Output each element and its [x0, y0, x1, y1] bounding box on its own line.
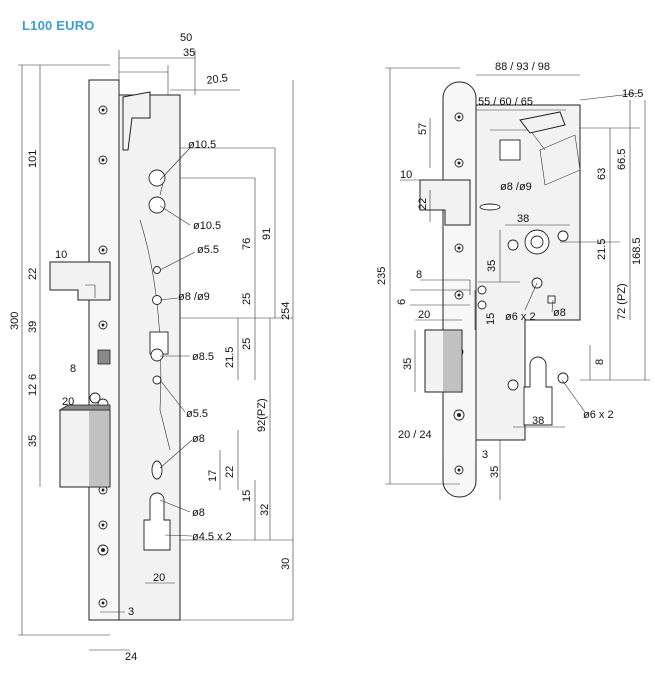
- dim-76: 76: [241, 238, 253, 250]
- dim-20-bottom: 20: [153, 572, 165, 584]
- dim-25-b: 25: [241, 338, 253, 350]
- left-latch-bolt: [49, 261, 111, 301]
- dim-22: 22: [27, 268, 39, 280]
- dim-3-r: 3: [482, 449, 488, 461]
- callout-8-r: ø8: [553, 307, 566, 319]
- callout-4-5x2: ø4.5 x 2: [192, 531, 232, 543]
- callout-8-5: ø8.5: [192, 351, 214, 363]
- right-dimension-labels: 88 / 93 / 98 55 / 60 / 65 16.5 235 57 10…: [376, 61, 643, 478]
- left-dimension-labels: 50 35 20.5 300 101 22 39 10 12 6 8 20 35…: [9, 32, 292, 663]
- dim-15: 15: [241, 490, 253, 502]
- callout-6x2-inner: ø6 x 2: [505, 311, 536, 323]
- dim-32: 32: [259, 504, 271, 516]
- dim-35-left: 35: [27, 435, 39, 447]
- callout-8-b: ø8: [192, 507, 205, 519]
- dim-17: 17: [207, 470, 219, 482]
- dim-8-r2: 8: [594, 359, 606, 365]
- callout-8-a: ø8: [192, 433, 205, 445]
- dim-8-r: 8: [416, 269, 422, 281]
- dim-50: 50: [180, 32, 192, 44]
- dim-39: 39: [27, 321, 39, 333]
- dim-88-93-98: 88 / 93 / 98: [495, 61, 550, 73]
- dim-92-pz: 92(PZ): [256, 398, 268, 432]
- dim-38-bottom: 38: [532, 415, 544, 427]
- left-view: [18, 50, 294, 651]
- dim-21-5-r: 21.5: [596, 239, 608, 260]
- left-faceplate-holes: [97, 105, 109, 608]
- dim-12: 12: [27, 384, 39, 396]
- left-cylinder-cutout: [143, 492, 171, 551]
- callout-10-5-a: ø10.5: [188, 139, 216, 151]
- dim-20-5: 20.5: [206, 72, 229, 87]
- dim-6: 6: [27, 374, 39, 380]
- left-hole-10-5-a: [148, 169, 166, 187]
- dim-235: 235: [376, 267, 388, 285]
- dim-55-60-65: 55 / 60 / 65: [478, 96, 533, 108]
- dim-38-inner: 38: [517, 213, 529, 225]
- dim-91: 91: [261, 228, 273, 240]
- dim-57: 57: [417, 123, 429, 135]
- dim-101: 101: [27, 150, 39, 168]
- dim-254: 254: [280, 302, 292, 320]
- dim-6-r: 6: [396, 299, 408, 305]
- dim-21-5: 21.5: [224, 347, 236, 368]
- right-logo-plate: [499, 139, 521, 161]
- callout-8-9-r: ø8 /ø9: [500, 181, 532, 193]
- dim-20-r: 20: [418, 309, 430, 321]
- dim-22-r: 22: [417, 198, 429, 210]
- dim-22-b: 22: [224, 466, 236, 478]
- dim-72-pz: 72 (PZ): [616, 283, 628, 320]
- dim-35-r: 35: [402, 358, 414, 370]
- left-hole-10-5-b: [148, 196, 166, 214]
- dim-3: 3: [128, 606, 134, 618]
- left-aux-bolt: [97, 349, 111, 365]
- dim-20: 20: [62, 396, 74, 408]
- dim-25-a: 25: [241, 293, 253, 305]
- dim-168-5: 168.5: [631, 237, 643, 265]
- dim-20-24: 20 / 24: [398, 429, 432, 441]
- callout-8-9: ø8 /ø9: [178, 291, 210, 303]
- right-view: [385, 67, 650, 500]
- callout-5-5-b: ø5.5: [186, 408, 208, 420]
- dim-16-5: 16.5: [622, 88, 643, 100]
- dim-24: 24: [125, 651, 137, 663]
- left-top-latch: [122, 91, 151, 151]
- dim-30: 30: [280, 558, 292, 570]
- dim-35: 35: [183, 47, 195, 59]
- dim-35-r-bottom: 35: [489, 466, 501, 478]
- dim-10: 10: [55, 249, 67, 261]
- dim-63: 63: [596, 168, 608, 180]
- dim-15-r: 15: [485, 313, 497, 325]
- right-deadbolt: [424, 329, 463, 393]
- dim-300: 300: [9, 312, 21, 330]
- page-title: L100 EURO: [22, 18, 95, 33]
- dim-35-r-inner: 35: [486, 260, 498, 272]
- right-latch-bolt: [419, 179, 471, 226]
- right-faceplate-holes: [453, 112, 465, 475]
- callout-6x2-right: ø6 x 2: [583, 409, 614, 421]
- dim-66-5: 66.5: [616, 149, 628, 170]
- dim-10-r: 10: [400, 169, 412, 181]
- callout-10-5-b: ø10.5: [193, 220, 221, 232]
- right-cylinder-cutout: [523, 356, 553, 426]
- dim-8: 8: [70, 363, 76, 375]
- right-faceplate: [442, 81, 477, 498]
- callout-5-5-a: ø5.5: [197, 244, 219, 256]
